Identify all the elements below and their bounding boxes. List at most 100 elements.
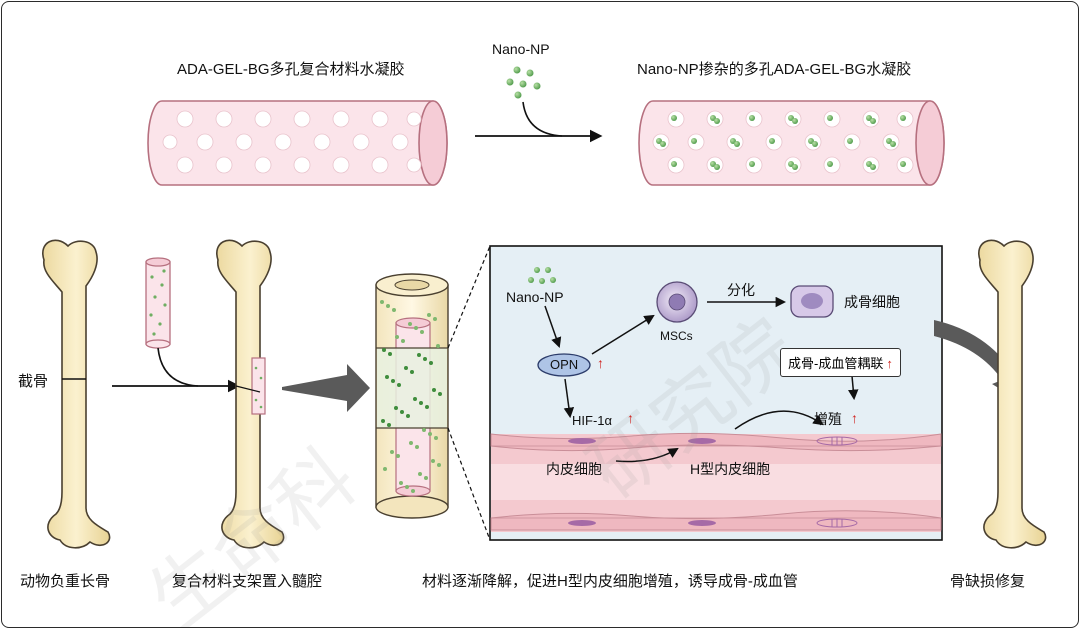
scaffold-nano-dot xyxy=(394,406,398,410)
opn-label: OPN xyxy=(550,357,579,372)
scaffold-nano-dot xyxy=(404,366,408,370)
nano-particle xyxy=(749,161,755,167)
scaffold-nano-dot xyxy=(390,450,394,454)
nano-particle xyxy=(671,115,677,121)
scaffold-cross-section xyxy=(375,273,449,519)
nano-particle xyxy=(714,164,720,170)
scaffold-nano-dot xyxy=(396,454,400,458)
scaffold-nano-dot xyxy=(437,463,441,467)
hydrogel-pores xyxy=(162,110,422,174)
nano-particle xyxy=(890,141,896,147)
scaffold-small xyxy=(145,257,171,349)
nano-particle xyxy=(900,161,906,167)
scaffold-nano-dot xyxy=(392,308,396,312)
scaffold-nano-dot xyxy=(401,339,405,343)
step2-caption: 复合材料支架置入髓腔 xyxy=(172,573,323,590)
step4-caption: 骨缺损修复 xyxy=(950,573,1026,590)
msc-cell xyxy=(656,281,698,323)
nano-np-particles-top xyxy=(506,66,541,99)
left-hydrogel-label: ADA-GEL-BG多孔复合材料水凝胶 xyxy=(177,61,405,78)
nano-particle xyxy=(660,141,666,147)
scaffold-nano-dot xyxy=(395,335,399,339)
scaffold-nano-dot xyxy=(386,304,390,308)
scaffold-nano-dot xyxy=(400,410,404,414)
nano-particle xyxy=(671,161,677,167)
hif-up-arrow: ↑ xyxy=(627,410,634,426)
scaffold-nano-dot xyxy=(418,472,422,476)
process-arrow-insert xyxy=(112,347,241,393)
scaffold-nano-dot xyxy=(425,405,429,409)
nano-particle xyxy=(691,138,697,144)
scaffold-nano-dot xyxy=(413,397,417,401)
hydrogel-tube-left xyxy=(147,100,448,186)
nano-particle xyxy=(734,141,740,147)
scaffold-nano-dot xyxy=(391,379,395,383)
nano-particle xyxy=(749,115,755,121)
mechanism-inset xyxy=(489,245,943,541)
nano-particle xyxy=(827,115,833,121)
scaffold-nano-dot xyxy=(408,322,412,326)
scaffold-nano-dot xyxy=(387,423,391,427)
coupling-up-arrow: ↑ xyxy=(886,356,893,371)
coupling-label: 成骨-成血管耦联 xyxy=(788,356,884,371)
scaffold-nano-dot xyxy=(424,476,428,480)
opn-shape xyxy=(537,353,591,377)
doped-pores xyxy=(652,110,914,174)
scaffold-nano-dot xyxy=(405,485,409,489)
scaffold-nano-dot xyxy=(415,445,419,449)
hydrogel-tube-right xyxy=(638,100,945,186)
right-hydrogel-label: Nano-NP掺杂的多孔ADA-GEL-BG水凝胶 xyxy=(637,61,912,78)
scaffold-nano-dot xyxy=(438,392,442,396)
scaffold-nano-dot xyxy=(406,414,410,418)
osteoblast-label: 成骨细胞 xyxy=(844,294,900,310)
big-arrow-to-repair xyxy=(934,320,1022,400)
scaffold-nano-dot xyxy=(382,348,386,352)
zoom-line-bottom xyxy=(447,427,491,541)
osteotomy-label: 截骨 xyxy=(18,373,49,390)
process-arrow-top xyxy=(475,101,603,143)
bone-repaired xyxy=(978,239,1047,549)
scaffold-nano-dot xyxy=(410,370,414,374)
hif-label: HIF-1α xyxy=(572,413,613,428)
scaffold-nano-dot xyxy=(419,401,423,405)
scaffold-nano-dot xyxy=(385,375,389,379)
scaffold-nano-dot xyxy=(420,330,424,334)
scaffold-nano-dot xyxy=(383,467,387,471)
scaffold-nano-dot xyxy=(436,344,440,348)
step3-caption: 材料逐渐降解，促进H型内皮细胞增殖，诱导成骨-成血管 xyxy=(422,573,798,590)
scaffold-nano-dot xyxy=(397,383,401,387)
bone-intact xyxy=(42,239,111,549)
scaffold-nano-dot xyxy=(414,326,418,330)
scaffold-nano-dot xyxy=(431,459,435,463)
scaffold-nano-dot xyxy=(433,317,437,321)
coupling-box: 成骨-成血管耦联↑ xyxy=(780,348,901,377)
differentiation-label: 分化 xyxy=(727,282,755,298)
scaffold-nano-dot xyxy=(399,481,403,485)
nano-particle xyxy=(812,141,818,147)
scaffold-nano-dot xyxy=(422,428,426,432)
step1-caption: 动物负重长骨 xyxy=(20,573,111,590)
scaffold-nano-dot xyxy=(427,313,431,317)
nano-particle xyxy=(900,115,906,121)
scaffold-nano-dot xyxy=(423,357,427,361)
proliferation-label: 增殖 xyxy=(814,411,842,427)
nano-np-particles-inset xyxy=(528,267,556,284)
scaffold-nano-dot xyxy=(380,300,384,304)
nano-particle xyxy=(769,138,775,144)
scaffold-nano-dot xyxy=(388,352,392,356)
bone-with-implant xyxy=(216,239,285,549)
scaffold-nano-dot xyxy=(434,436,438,440)
scaffold-nano-dot xyxy=(417,353,421,357)
scaffold-nano-dot xyxy=(429,361,433,365)
scaffold-nano-dot xyxy=(381,419,385,423)
big-arrow-to-scaffold xyxy=(282,364,370,412)
endothelial-label: 内皮细胞 xyxy=(546,461,602,477)
nano-particle xyxy=(827,161,833,167)
proliferation-up-arrow: ↑ xyxy=(851,410,858,426)
nano-particle xyxy=(870,164,876,170)
osteoblast-cell xyxy=(790,285,834,318)
scaffold-nano-dot xyxy=(428,432,432,436)
nano-particle xyxy=(792,164,798,170)
